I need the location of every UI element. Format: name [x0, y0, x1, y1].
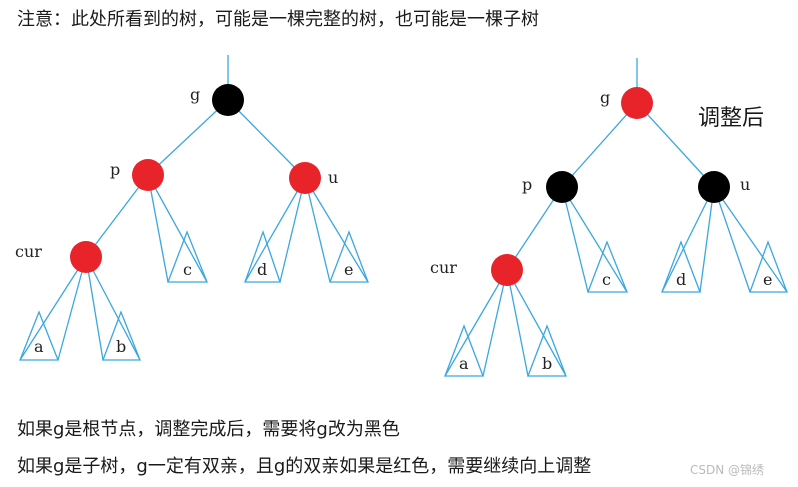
left-subtree-a: a	[34, 337, 44, 356]
edge-u-d-left-2	[661, 186, 715, 293]
subtree-case-text: 如果g是子树，g一定有双亲，且g的双亲如果是红色，需要继续向上调整	[17, 456, 592, 477]
right-subtree-e: e	[763, 270, 772, 289]
root-case-text: 如果g是根节点，调整完成后，需要将g改为黑色	[17, 419, 400, 440]
edge-u-d-right-2	[699, 186, 715, 293]
subtree-b-triangle-2	[527, 324, 567, 377]
right-subtree-a: a	[459, 354, 469, 373]
right-subtree-d: d	[676, 270, 686, 289]
right-label-cur: cur	[430, 258, 457, 277]
left-node-cur	[70, 241, 102, 273]
note-text: 注意：此处所看到的树，可能是一棵完整的树，也可能是一棵子树	[17, 9, 539, 30]
edge-u-d-right	[279, 177, 306, 283]
left-label-p: p	[110, 160, 120, 179]
left-subtree-e: e	[344, 260, 353, 279]
subtree-d-triangle	[244, 230, 281, 283]
left-subtree-c: c	[183, 260, 192, 279]
left-subtree-d: d	[257, 260, 267, 279]
right-node-p	[546, 171, 578, 203]
edge-g-p	[147, 99, 229, 176]
subtree-b-triangle	[102, 310, 141, 361]
edge-p-c-left-2	[561, 186, 589, 293]
right-node-cur	[491, 254, 523, 286]
edge-cur-a-left-2	[444, 269, 508, 377]
subtree-e-triangle-2	[749, 240, 788, 293]
left-label-u: u	[328, 168, 338, 187]
subtree-c-triangle-2	[587, 240, 628, 293]
right-node-u	[698, 171, 730, 203]
edge-p-c-left	[147, 174, 169, 283]
edge-cur-a-right	[57, 256, 87, 361]
edge-cur-b-left-2	[506, 269, 529, 377]
subtree-c-triangle	[167, 230, 208, 283]
subtree-a-triangle	[19, 310, 59, 361]
edge-g-p-2	[561, 102, 638, 188]
left-tree	[19, 55, 369, 361]
right-subtree-c: c	[602, 270, 611, 289]
right-node-g	[621, 87, 653, 119]
edge-u-e-left	[304, 177, 331, 283]
edge-u-e-right	[304, 177, 369, 283]
subtree-d-triangle-2	[661, 240, 701, 293]
right-label-g: g	[600, 88, 610, 107]
left-subtree-b: b	[116, 337, 126, 356]
edge-cur-a-right-2	[482, 269, 508, 377]
right-tree	[444, 58, 788, 377]
edge-p-cur	[85, 174, 149, 258]
left-node-u	[289, 162, 321, 194]
watermark: CSDN @锦绣	[690, 463, 765, 477]
right-label-p: p	[522, 175, 532, 194]
edge-p-c-right-2	[561, 186, 628, 293]
subtree-e-triangle	[329, 230, 369, 283]
edge-cur-b-right-2	[506, 269, 567, 377]
edge-p-cur-2	[506, 186, 563, 271]
left-node-p	[132, 159, 164, 191]
right-subtree-b: b	[542, 354, 552, 373]
adjusted-label: 调整后	[698, 106, 765, 131]
right-label-u: u	[740, 175, 750, 194]
left-label-g: g	[190, 85, 200, 104]
edge-cur-a-left	[19, 256, 87, 361]
edge-g-u	[227, 99, 306, 179]
left-label-cur: cur	[15, 242, 42, 261]
edge-cur-b-left	[85, 256, 104, 361]
left-node-g	[212, 84, 244, 116]
edge-u-e-right-2	[713, 186, 788, 293]
edge-cur-b-right	[85, 256, 141, 361]
edge-u-e-left-2	[713, 186, 751, 293]
subtree-a-triangle-2	[444, 324, 484, 377]
edge-p-c-right	[147, 174, 208, 283]
edge-g-u-2	[636, 102, 715, 188]
edge-u-d-left	[244, 177, 306, 283]
